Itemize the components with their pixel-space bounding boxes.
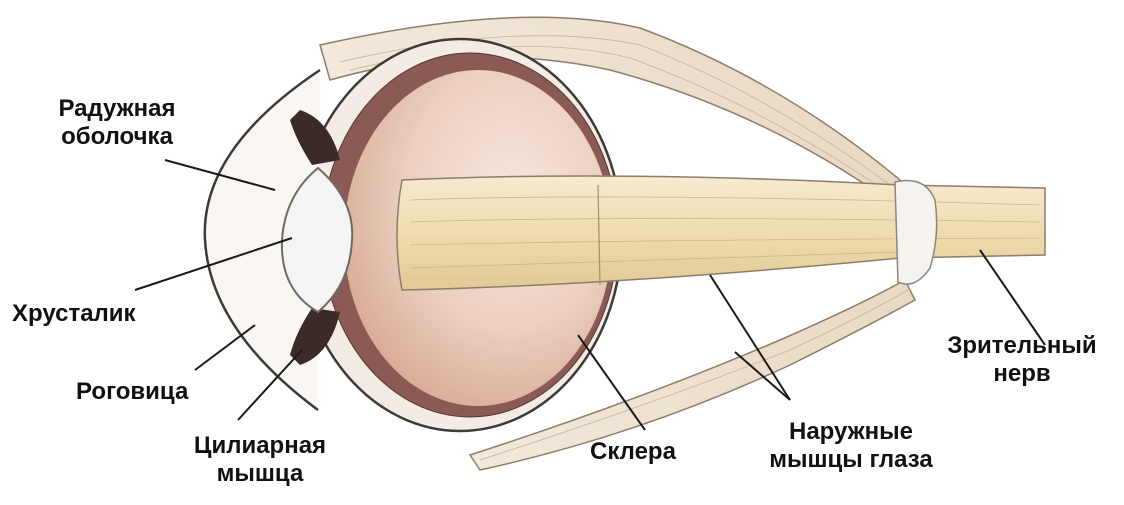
label-muscles-line1: Наружные [762,418,940,446]
label-cornea: Роговица [76,378,188,406]
label-nerve-line2: нерв [924,360,1120,388]
label-iris-line1: Радужная [36,95,198,123]
label-ciliary-line2: мышца [175,460,345,488]
label-ciliary-muscle: Цилиарная мышца [175,432,345,488]
label-optic-nerve: Зрительный нерв [924,332,1120,388]
label-lens: Хрусталик [12,300,136,328]
label-ciliary-line1: Цилиарная [175,432,345,460]
label-external-muscles: Наружные мышцы глаза [762,418,940,474]
leader-cornea [195,325,255,370]
nerve-bundle [397,176,1045,290]
label-iris-line2: оболочка [36,123,198,151]
label-muscles-line2: мышцы глаза [762,446,940,474]
label-iris: Радужная оболочка [36,95,198,151]
nerve-sheath [895,180,937,284]
leader-nerve [980,250,1045,345]
label-sclera: Склера [590,438,676,466]
label-nerve-line1: Зрительный [924,332,1120,360]
